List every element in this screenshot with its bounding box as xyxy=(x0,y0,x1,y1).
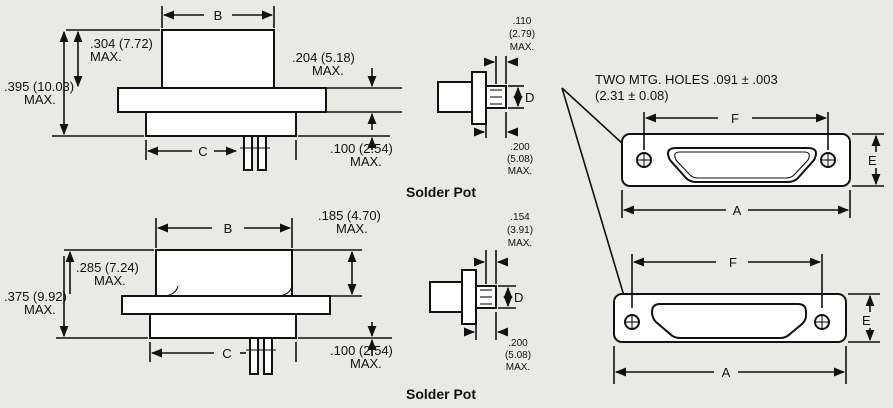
lower-100-value: .100 (2.54) xyxy=(330,343,393,358)
lower-pot-154-value: .154 xyxy=(510,212,530,223)
upper-304-value: .304 (7.72) xyxy=(90,36,153,51)
lower-body-top xyxy=(155,249,293,301)
lower-solder-pot-caption: Solder Pot xyxy=(406,386,476,402)
upper-side-view: B C .304 (7.72) MAX. .395 (10.03) MAX. .… xyxy=(4,6,402,171)
lower-185-max: MAX. xyxy=(336,221,368,236)
upper-pot-200-mm: (5.08) xyxy=(507,154,533,165)
lower-pot-200-max: MAX. xyxy=(506,362,530,373)
lower-pin-1 xyxy=(249,337,259,375)
upper-solder-pot: .110 (2.79) MAX. D .200 (5.08) MAX. Sold… xyxy=(406,16,535,200)
lower-front-view: F E A xyxy=(613,254,880,384)
lower-f-label: F xyxy=(729,255,737,270)
lower-375-value: .375 (9.92) xyxy=(4,289,67,304)
lower-side-view: B C .185 (4.70) MAX. .285 (7.24) MAX. .3… xyxy=(4,208,393,375)
upper-395-value: .395 (10.03) xyxy=(4,79,74,94)
lower-285-value: .285 (7.24) xyxy=(76,260,139,275)
upper-front-shell-inner xyxy=(674,151,810,179)
upper-e-label: E xyxy=(868,153,877,168)
lower-e-label: E xyxy=(862,313,871,328)
upper-100-value: .100 (2.54) xyxy=(330,141,393,156)
upper-b-label: B xyxy=(214,8,223,23)
lower-solder-pot: .154 (3.91) MAX. D .200 (5.08) MAX. Sold… xyxy=(406,212,533,402)
upper-e-mask xyxy=(866,152,880,168)
mounting-holes-line-1: TWO MTG. HOLES .091 ± .003 xyxy=(595,72,778,87)
lower-flange-curl-right xyxy=(279,285,293,297)
upper-204-max: MAX. xyxy=(312,63,344,78)
upper-front-view: TWO MTG. HOLES .091 ± .003 (2.31 ± 0.08)… xyxy=(561,72,884,318)
lower-pot-flange xyxy=(461,269,477,325)
upper-pot-110-max: MAX. xyxy=(510,42,534,53)
upper-body-bottom xyxy=(145,111,297,137)
lower-185-value: .185 (4.70) xyxy=(318,208,381,223)
lower-pot-154-max: MAX. xyxy=(508,238,532,249)
mounting-holes-line-2: (2.31 ± 0.08) xyxy=(595,88,669,103)
lower-pin-2 xyxy=(263,337,273,375)
lower-100-max: MAX. xyxy=(350,356,382,371)
upper-pot-110-mm: (2.79) xyxy=(509,29,535,40)
lower-a-label: A xyxy=(722,365,731,380)
lower-e-mask xyxy=(860,312,874,328)
upper-body-top xyxy=(161,29,275,89)
upper-100-max: MAX. xyxy=(350,154,382,169)
upper-front-shell xyxy=(667,147,817,183)
upper-pot-flange xyxy=(471,71,487,125)
lower-front-shell xyxy=(650,303,807,339)
upper-pot-200-max: MAX. xyxy=(508,166,532,177)
upper-flange xyxy=(117,87,327,113)
upper-pot-body xyxy=(437,81,473,113)
lower-pot-200-value: .200 xyxy=(508,338,528,349)
upper-solder-pot-caption: Solder Pot xyxy=(406,184,476,200)
lower-pot-200-mm: (5.08) xyxy=(505,350,531,361)
upper-pot-110-value: .110 xyxy=(513,16,532,27)
upper-a-label: A xyxy=(733,203,742,218)
lower-flange xyxy=(121,295,331,315)
lower-285-max: MAX. xyxy=(94,273,126,288)
upper-pin-2 xyxy=(257,135,267,171)
upper-pot-200-value: .200 xyxy=(510,142,530,153)
lower-375-max: MAX. xyxy=(24,302,56,317)
upper-204-value: .204 (5.18) xyxy=(292,50,355,65)
upper-304-max: MAX. xyxy=(90,49,122,64)
lower-b-label: B xyxy=(224,221,233,236)
lower-flange-curl-left xyxy=(165,285,179,297)
holes-leader-lower xyxy=(561,87,632,318)
upper-f-label: F xyxy=(731,111,739,126)
lower-pot-body xyxy=(429,281,463,313)
upper-395-max: MAX. xyxy=(24,92,56,107)
lower-body-bottom xyxy=(149,313,297,339)
lower-c-label: C xyxy=(222,346,231,361)
upper-pot-d-label: D xyxy=(525,90,534,105)
upper-pin-1 xyxy=(243,135,253,171)
upper-c-label: C xyxy=(198,144,207,159)
lower-pot-154-mm: (3.91) xyxy=(507,225,533,236)
lower-pot-d-label: D xyxy=(514,290,523,305)
